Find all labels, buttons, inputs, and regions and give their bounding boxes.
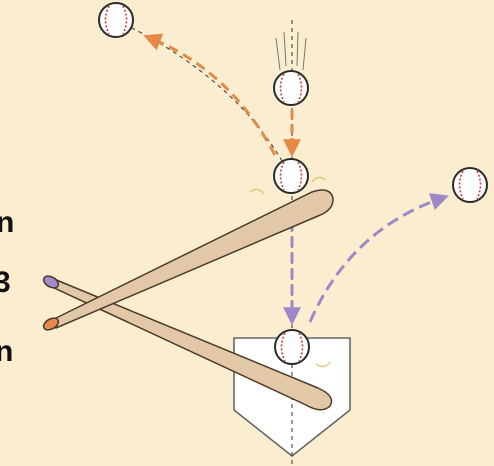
orange-arrow-deflected: [143, 33, 277, 156]
clipped-text-fragment: n: [0, 335, 13, 368]
motion-lines: [275, 31, 307, 71]
bat-knob-purple: [42, 275, 60, 289]
baseball-icon: [273, 70, 309, 106]
clipped-text-fragment: n: [0, 206, 14, 239]
baseball-icon: [452, 167, 488, 203]
baseball-icon: [274, 329, 310, 365]
baseball-bat-icon: [42, 275, 333, 411]
purple-arrow-up-right: [308, 193, 449, 323]
deflection-guide-line: [119, 21, 291, 176]
baseball-icon: [273, 158, 309, 194]
clipped-text-fragment: 3: [0, 266, 11, 299]
baseball-icon: [98, 2, 134, 38]
baseball-bat-icon: [42, 189, 334, 331]
contact-sparks: [249, 176, 331, 368]
bat-knob-orange: [42, 317, 60, 331]
